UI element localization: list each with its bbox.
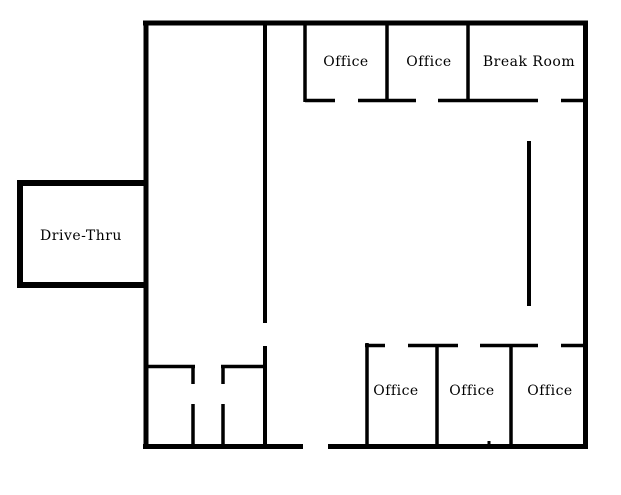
room-labels: Drive-Thru Office Office Break Room Offi… (40, 54, 575, 399)
outer-walls (143, 20, 588, 449)
top-office-walls (303, 23, 588, 103)
room-label-break-room: Break Room (483, 54, 575, 70)
restroom-stall-walls (146, 364, 265, 446)
room-label-office-top-2: Office (406, 54, 451, 70)
drive-thru-walls (17, 180, 146, 288)
room-label-office-bottom-2: Office (449, 383, 494, 399)
room-label-office-top-1: Office (323, 54, 368, 70)
room-label-office-bottom-3: Office (527, 383, 572, 399)
room-label-office-bottom-1: Office (373, 383, 418, 399)
bottom-office-walls (365, 343, 588, 446)
room-label-drive-thru: Drive-Thru (40, 228, 122, 244)
interior-walls (263, 23, 531, 446)
